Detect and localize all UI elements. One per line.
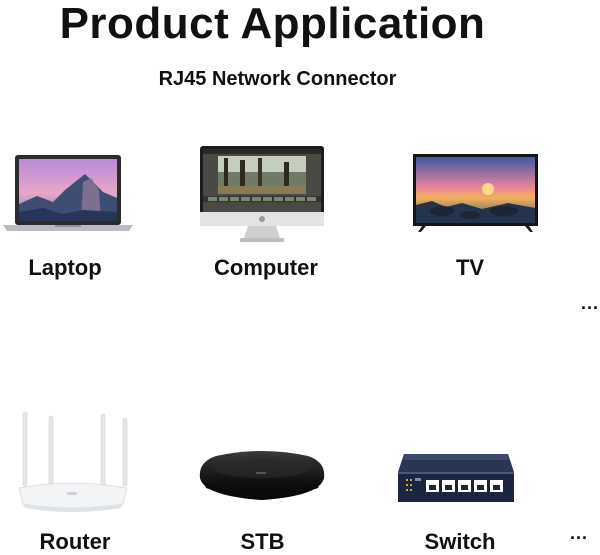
- network-switch-icon: [398, 454, 514, 502]
- router-device: [15, 408, 130, 516]
- tv-icon: [413, 154, 538, 232]
- router-icon: [18, 411, 128, 512]
- page-title: Product Application: [59, 0, 486, 48]
- laptop-label: Laptop: [28, 255, 102, 280]
- set-top-box-icon: [199, 451, 325, 500]
- more-indicator-bottom: ...: [570, 523, 589, 543]
- laptop-device: [3, 152, 133, 234]
- page-subtitle: RJ45 Network Connector: [158, 68, 397, 90]
- tv-label: TV: [455, 255, 485, 280]
- router-label: Router: [39, 529, 111, 554]
- stb-device: [198, 448, 326, 506]
- laptop-icon: [3, 155, 133, 231]
- more-indicator-top: ...: [581, 293, 600, 313]
- desktop-computer-icon: [200, 146, 324, 242]
- stb-label: STB: [240, 529, 285, 554]
- computer-device: [200, 146, 325, 244]
- computer-label: Computer: [214, 255, 318, 280]
- switch-label: Switch: [424, 529, 496, 554]
- switch-device: [396, 452, 516, 504]
- tv-device: [412, 153, 539, 233]
